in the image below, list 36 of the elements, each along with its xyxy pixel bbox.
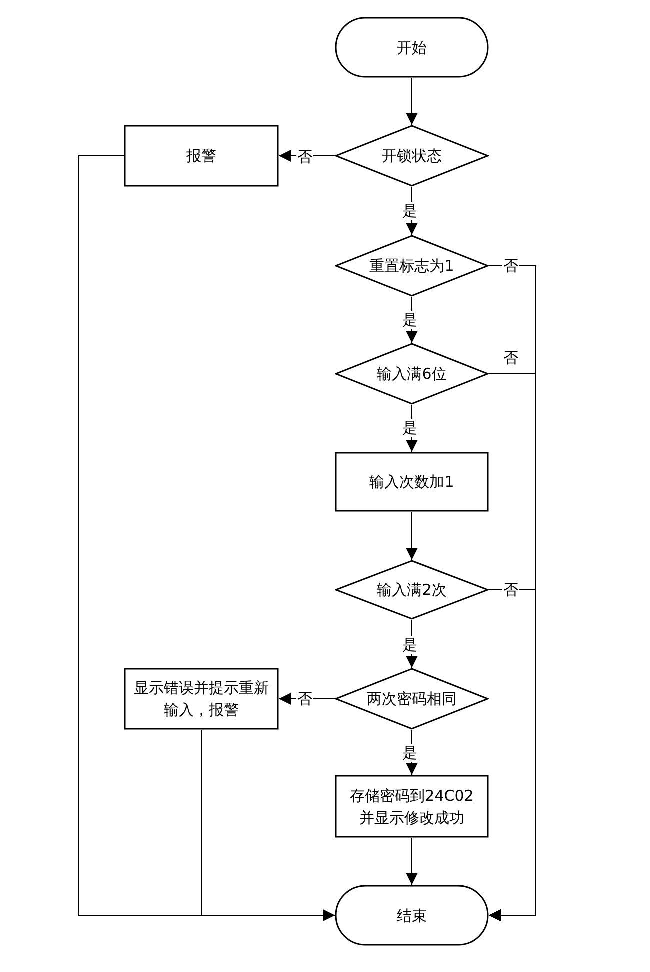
edge-label: 否 [296,690,314,708]
decision-diamond [335,235,489,297]
process-box [335,775,489,838]
process-box [124,125,279,187]
edge-label: 是 [402,744,418,762]
edge-label: 否 [502,257,520,275]
decision-diamond [335,560,489,620]
connector-arrow [488,590,536,922]
connector-arrow [201,730,336,922]
node-label: 开锁状态 [381,146,443,167]
edge-label: 否 [296,148,314,166]
node-label: 输入满6位 [376,364,448,385]
node-label: 重置标志为1 [368,256,456,277]
edge-label: 是 [402,311,418,329]
node-label: 报警 [186,146,218,167]
decision-diamond [335,343,489,405]
edge-label: 是 [402,636,418,654]
node-label: 结束 [396,906,428,926]
decision-diamond [335,668,489,730]
edge-label: 否 [502,349,520,367]
connector-arrow [406,512,418,560]
edge-label: 是 [402,202,418,220]
process-box [335,452,489,512]
node-label: 显示错误并提示重新输入，报警 [133,678,270,721]
node-label: 输入次数加1 [368,472,456,493]
edge-label: 是 [402,419,418,437]
node-label: 存储密码到24C02并显示修改成功 [349,786,475,828]
node-label: 输入满2次 [376,580,448,601]
decision-diamond [335,125,489,187]
connector-arrow [278,693,336,705]
connector-arrow [406,78,418,126]
process-box [124,668,279,730]
connector-arrow [406,838,418,886]
edge-label: 否 [502,581,520,599]
node-label: 开始 [396,38,428,58]
node-label: 两次密码相同 [366,689,458,710]
